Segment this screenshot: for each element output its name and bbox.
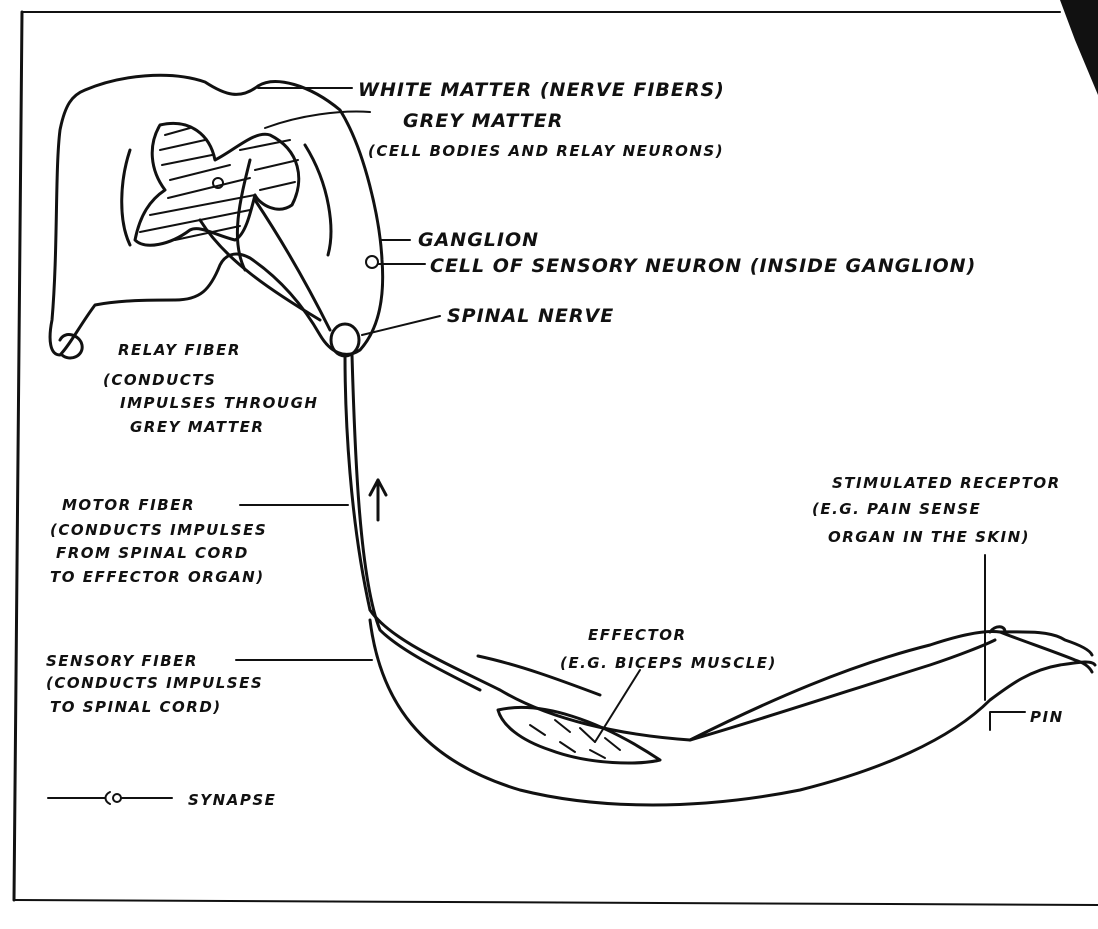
white-matter-tract-right — [305, 145, 331, 255]
label-receptor-detail-2: ORGAN IN THE SKIN) — [828, 528, 1030, 546]
grey-matter-leader — [265, 112, 370, 128]
label-sensory-fiber: SENSORY FIBER — [46, 652, 198, 670]
muscle-texture — [530, 720, 620, 758]
label-motor-fiber: MOTOR FIBER — [62, 496, 195, 514]
pin-leader — [990, 712, 1025, 730]
label-motor-detail-1: (CONDUCTS IMPULSES — [50, 521, 267, 539]
grey-matter-hatching — [140, 128, 298, 240]
label-relay-detail-2: IMPULSES THROUGH — [120, 394, 318, 412]
spinal-cord-section — [50, 75, 383, 358]
sensory-cell-body — [366, 256, 378, 268]
nerve-fibers — [345, 355, 995, 740]
motor-fiber-path — [352, 355, 480, 690]
label-relay-detail-1: (CONDUCTS — [103, 371, 216, 389]
label-synapse-legend: SYNAPSE — [188, 791, 276, 809]
arm-underside — [370, 620, 1095, 805]
synapse-legend-symbol — [48, 792, 172, 804]
label-motor-detail-2: FROM SPINAL CORD — [56, 544, 249, 562]
label-receptor-detail-1: (E.G. PAIN SENSE — [812, 500, 981, 518]
label-relay-fiber: RELAY FIBER — [118, 341, 241, 359]
label-sensory-detail-2: TO SPINAL CORD) — [50, 698, 222, 716]
arm-drawing — [370, 620, 1095, 805]
white-matter-tract-left — [122, 150, 130, 245]
label-white-matter: WHITE MATTER (NERVE FIBERS) — [358, 79, 725, 101]
white-matter-outline — [50, 75, 383, 355]
label-grey-matter: GREY MATTER — [403, 110, 563, 132]
label-effector: EFFECTOR — [588, 626, 687, 644]
sensory-path-in-cord — [255, 200, 330, 330]
label-motor-detail-3: TO EFFECTOR ORGAN) — [50, 568, 265, 586]
label-ganglion: GANGLION — [418, 229, 539, 251]
hand-fingers — [1000, 632, 1092, 672]
label-grey-matter-detail: (CELL BODIES AND RELAY NEURONS) — [368, 142, 724, 160]
sensory-fiber-path — [345, 355, 995, 740]
grey-matter — [135, 123, 299, 245]
label-effector-detail: (E.G. BICEPS MUSCLE) — [560, 654, 777, 672]
label-sensory-detail-1: (CONDUCTS IMPULSES — [46, 674, 263, 692]
spinal-nerve-root — [331, 324, 359, 356]
label-pin: PIN — [1030, 708, 1064, 726]
corner-mark — [1060, 0, 1098, 95]
label-relay-detail-3: GREY MATTER — [130, 418, 264, 436]
label-spinal-nerve: SPINAL NERVE — [447, 305, 614, 327]
label-receptor: STIMULATED RECEPTOR — [832, 474, 1061, 492]
diagram-frame — [14, 0, 1098, 905]
label-cell-sensory: CELL OF SENSORY NEURON (INSIDE GANGLION) — [430, 255, 976, 277]
